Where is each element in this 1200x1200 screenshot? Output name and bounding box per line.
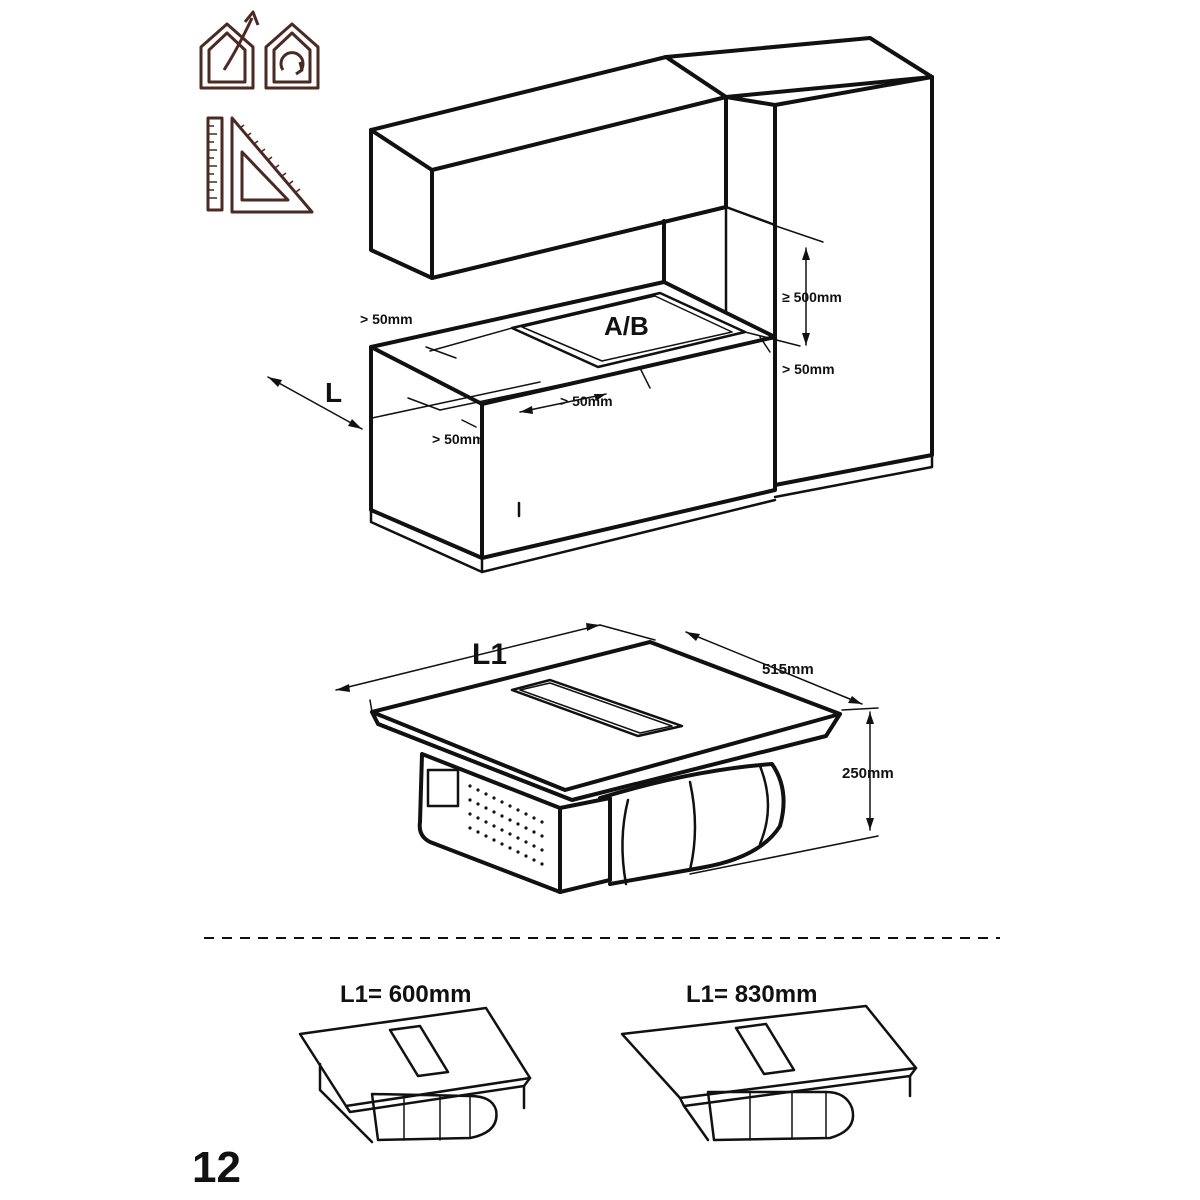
variant-600mm: L1= 600mm (298, 981, 532, 1144)
clearance-front-label-1: > 50mm (560, 393, 613, 409)
page-number: 12 (192, 1143, 241, 1192)
clearance-right-label: > 50mm (782, 361, 835, 377)
unit-length-label: L1 (472, 638, 507, 671)
variant-830mm: L1= 830mm (620, 981, 918, 1142)
wall-cabinet-bottom-face (369, 55, 728, 172)
ventilation-holes (468, 784, 544, 866)
set-square-icon (230, 116, 314, 214)
length-label-L: L (325, 377, 342, 408)
unit-height-label: 250mm (842, 765, 894, 782)
motor-housing-front (417, 752, 562, 894)
fan-tube (598, 762, 786, 886)
house-venting-out-icon (199, 10, 260, 90)
worktop (369, 280, 777, 406)
height-above-label: ≥ 500mm (782, 289, 842, 305)
hob-unit-diagram: L1 515mm 250mm (335, 623, 894, 894)
clearance-left-label: > 50mm (360, 311, 413, 327)
extraction-vent (510, 678, 684, 738)
kitchen-installation-diagram: A/B > 50mm > 50mm > 50mm > 50mm ≥ 500mm … (267, 36, 934, 574)
tall-cabinet-front (773, 75, 934, 487)
unit-dimension-lines (335, 624, 879, 875)
house-recirculation-icon (264, 22, 320, 90)
clearance-arrowheads (268, 248, 810, 429)
ruler-icon (206, 116, 224, 212)
variant-600mm-label: L1= 600mm (340, 981, 471, 1008)
clearance-front-label-2: > 50mm (432, 431, 485, 447)
variant-830mm-label: L1= 830mm (686, 981, 817, 1008)
control-box (426, 768, 460, 808)
cooktop-label: A/B (604, 311, 649, 341)
unit-depth-label: 515mm (762, 661, 814, 678)
clearance-dimension-lines (267, 224, 824, 430)
